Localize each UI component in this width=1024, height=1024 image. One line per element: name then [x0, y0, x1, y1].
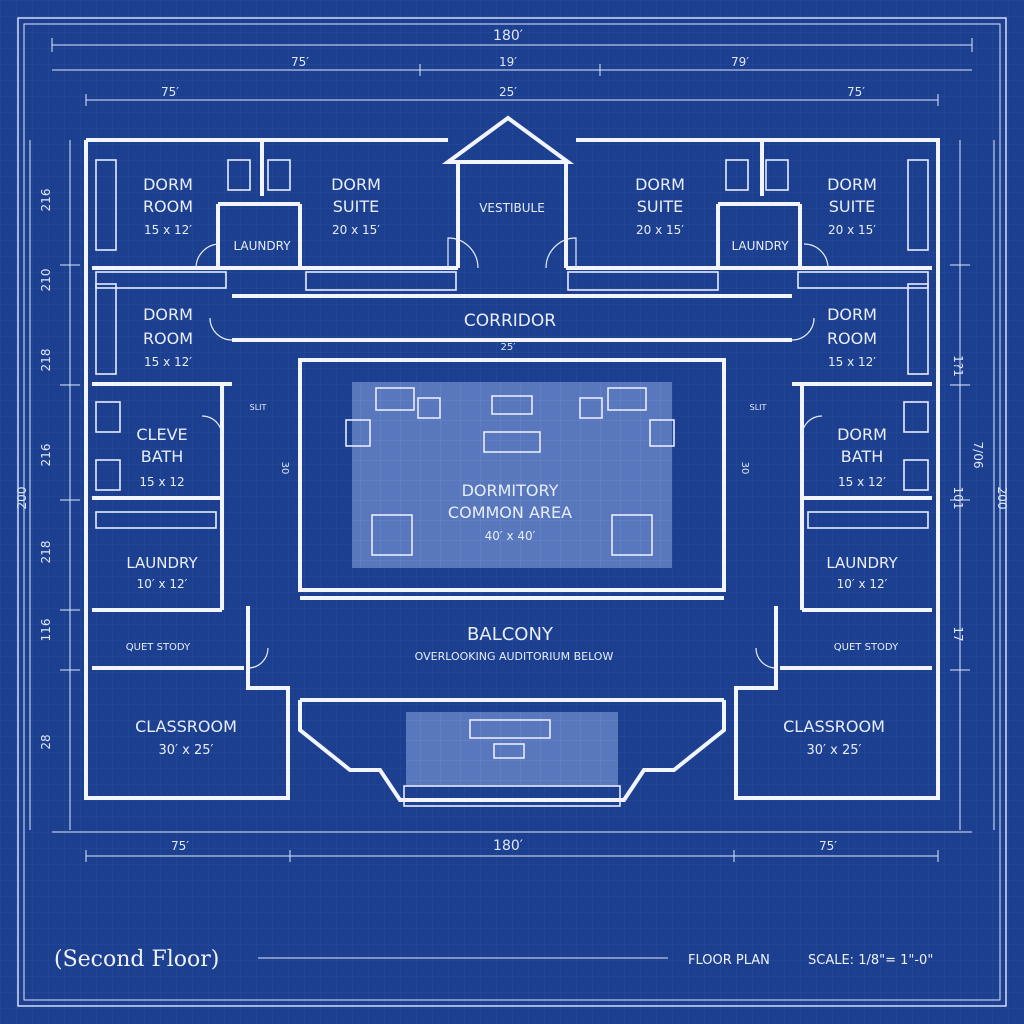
laundry-left-size: 10′ x 12′: [137, 577, 188, 591]
dim-side-stair-left: 30: [279, 462, 290, 475]
dim-second-left: 75′: [161, 85, 179, 99]
dim-right-seg-3: 101: [951, 487, 965, 510]
dimension-lines: [29, 38, 995, 862]
room-labels: DORM ROOM 15 x 12′ DORM SUITE 20 x 15′ V…: [126, 175, 899, 758]
bath-right-size: 15 x 12′: [838, 475, 886, 489]
dim-left-seg-2: 210: [39, 269, 53, 292]
common-area-name1: DORMITORY: [462, 481, 559, 500]
dim-left-seg-3: 218: [39, 349, 53, 372]
floor-plan-label: FLOOR PLAN: [688, 953, 770, 968]
slit-left-name: SLIT: [250, 403, 267, 412]
bath-right-name1: DORM: [837, 425, 887, 444]
common-area-name2: COMMON AREA: [448, 503, 572, 522]
dorm-suite-tcl-name1: DORM: [331, 175, 381, 194]
dim-side-stair-right: 30: [739, 462, 750, 475]
dim-second-center: 25′: [499, 85, 517, 99]
laundry-right-size: 10′ x 12′: [837, 577, 888, 591]
balcony-name: BALCONY: [467, 624, 554, 645]
outer-frame: [17, 17, 1007, 1007]
dorm-suite-tr-name2: SUITE: [829, 197, 875, 216]
dorm-room-ml-size: 15 x 12′: [144, 355, 192, 369]
laundry-right-name: LAUNDRY: [826, 554, 898, 572]
dim-left-overall: 200: [15, 487, 29, 510]
dorm-suite-tr-size: 20 x 15′: [828, 223, 876, 237]
bath-left-name2: BATH: [141, 447, 183, 466]
dim-bottom-center: 180′: [493, 838, 523, 854]
dim-left-seg-7: 28: [39, 734, 53, 749]
classroom-right-name: CLASSROOM: [783, 717, 885, 736]
bath-left-size: 15 x 12: [139, 475, 184, 489]
dorm-room-ml-name1: DORM: [143, 305, 193, 324]
dim-top-right: 79′: [731, 55, 749, 69]
common-area-floor: [352, 382, 672, 568]
scale-label: SCALE: 1/8"= 1"-0": [808, 953, 933, 968]
dim-right-seg-2: 7/06: [971, 442, 985, 469]
dorm-room-tl-size: 15 x 12′: [144, 223, 192, 237]
corridor-name: CORRIDOR: [464, 311, 556, 331]
dim-left-seg-5: 218: [39, 541, 53, 564]
common-area-size: 40′ x 40′: [485, 529, 536, 543]
dim-right-seg-4: 17: [951, 626, 965, 641]
dorm-suite-tcl-name2: SUITE: [333, 197, 379, 216]
quiet-left-name: QUET STODY: [126, 642, 191, 653]
bath-right-name2: BATH: [841, 447, 883, 466]
dim-top-left: 75′: [291, 55, 309, 69]
dorm-room-tl-name1: DORM: [143, 175, 193, 194]
dim-top-overall: 180′: [493, 28, 523, 44]
dorm-suite-tcr-size: 20 x 15′: [636, 223, 684, 237]
laundry-left-name: LAUNDRY: [126, 554, 198, 572]
doors: [195, 237, 829, 669]
dorm-room-tl-name2: ROOM: [143, 197, 193, 216]
slit-right-name: SLIT: [750, 403, 767, 412]
bath-left-name1: CLEVE: [136, 425, 187, 444]
dim-second-right: 75′: [847, 85, 865, 99]
classroom-left-name: CLASSROOM: [135, 717, 237, 736]
balcony-lower-floor: [406, 712, 618, 786]
dorm-suite-tcr-name2: SUITE: [637, 197, 683, 216]
building-walls: [84, 115, 940, 802]
inner-frame: [23, 23, 1001, 1001]
dim-corridor-width: 25′: [501, 342, 517, 353]
floor-title: (Second Floor): [54, 947, 219, 972]
dim-right-seg-1: 1?1: [951, 355, 965, 377]
dorm-suite-tcr-name1: DORM: [635, 175, 685, 194]
dorm-room-mr-size: 15 x 12′: [828, 355, 876, 369]
classroom-left-size: 30′ x 25′: [159, 743, 214, 758]
quiet-right-name: QUET STODY: [834, 642, 899, 653]
dimension-labels: 180′ 75′ 19′ 79′ 75′ 25′ 75′ 75′ 180′ 75…: [15, 28, 1009, 854]
dorm-suite-tcl-size: 20 x 15′: [332, 223, 380, 237]
dim-top-center: 19′: [499, 55, 517, 69]
classroom-right-size: 30′ x 25′: [807, 743, 862, 758]
dim-left-seg-1: 216: [39, 189, 53, 212]
dorm-room-mr-name1: DORM: [827, 305, 877, 324]
dim-bottom-left: 75′: [171, 839, 189, 853]
dim-bottom-right: 75′: [819, 839, 837, 853]
dim-right-overall: 200: [995, 487, 1009, 510]
furniture: [95, 159, 929, 807]
laundry-top-left-name: LAUNDRY: [233, 239, 291, 253]
dim-left-seg-6: 116: [39, 619, 53, 642]
dorm-room-ml-name2: ROOM: [143, 329, 193, 348]
laundry-top-right-name: LAUNDRY: [731, 239, 789, 253]
balcony-sub: OVERLOOKING AUDITORIUM BELOW: [415, 650, 614, 663]
dim-left-seg-4: 216: [39, 444, 53, 467]
dorm-room-mr-name2: ROOM: [827, 329, 877, 348]
dorm-suite-tr-name1: DORM: [827, 175, 877, 194]
vestibule-name: VESTIBULE: [479, 201, 545, 215]
